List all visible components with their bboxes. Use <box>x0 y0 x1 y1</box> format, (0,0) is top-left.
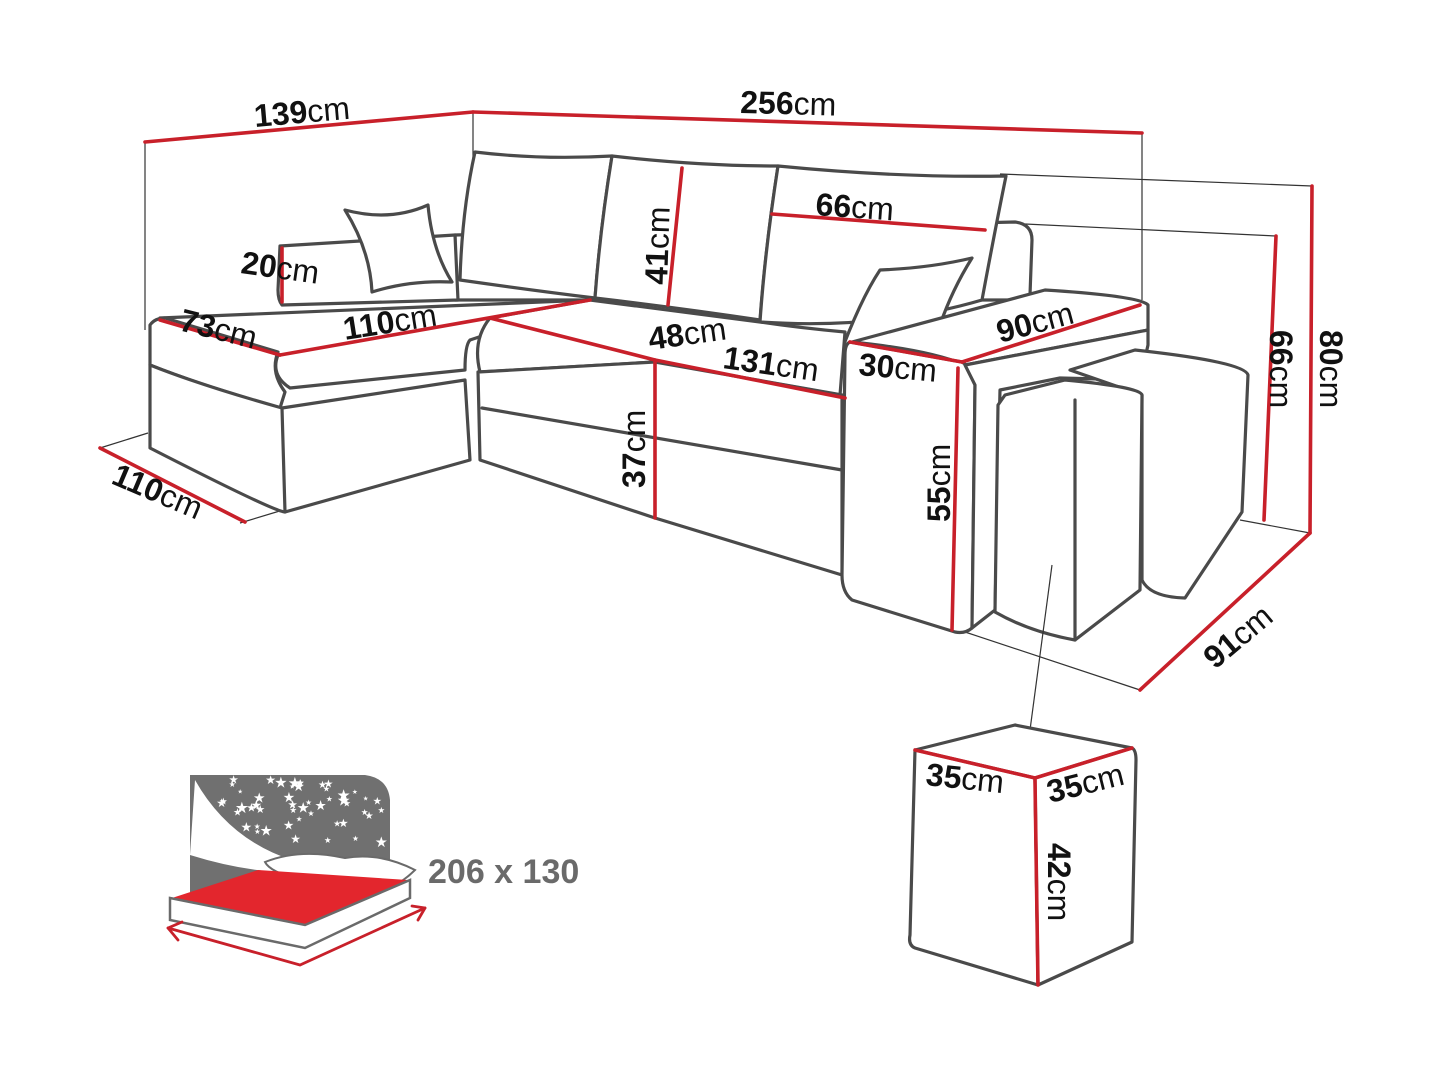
dimension-lines <box>98 110 1314 987</box>
star-icon: ★ <box>308 809 315 818</box>
star-icon: ★ <box>365 811 374 822</box>
star-icon: ★ <box>229 773 239 787</box>
star-icon: ★ <box>352 834 359 843</box>
chaise-base <box>148 363 472 514</box>
star-icon: ★ <box>288 797 298 811</box>
seat-cushion-main <box>476 298 847 397</box>
star-icon: ★ <box>216 796 227 810</box>
dimension-labels: 139cm 256cm 20cm 73cm 110cm 110cm 41cm 6… <box>107 84 1349 921</box>
moon-icon <box>190 780 340 873</box>
pouf-front <box>993 378 1144 642</box>
star-icon: ★ <box>288 773 302 792</box>
star-icon: ★ <box>235 799 249 817</box>
label-armrest-width: 30cm <box>857 346 938 389</box>
bed-width-arrow <box>166 906 427 967</box>
star-icon: ★ <box>323 784 330 794</box>
guide-lines <box>99 112 1313 691</box>
star-icon: ★ <box>251 799 263 814</box>
star-icon: ★ <box>375 834 388 851</box>
star-icon: ★ <box>265 773 276 787</box>
star-icon: ★ <box>246 800 256 814</box>
star-icon: ★ <box>337 787 351 805</box>
star-icon: ★ <box>283 818 294 833</box>
star-icon: ★ <box>223 833 237 852</box>
star-icon: ★ <box>241 821 253 836</box>
label-armrest-depth: 90cm <box>992 295 1077 350</box>
star-icon: ★ <box>324 777 334 790</box>
bed-base <box>168 878 412 950</box>
label-seat-width: 131cm <box>721 339 821 388</box>
star-icon: ★ <box>352 788 358 796</box>
back-cushion-2 <box>593 154 780 322</box>
star-icon: ★ <box>297 779 305 789</box>
star-icon: ★ <box>228 833 239 847</box>
label-seat-depth: 48cm <box>646 310 728 357</box>
pouf-back <box>1068 348 1250 600</box>
star-icon: ★ <box>361 807 369 817</box>
star-icon: ★ <box>255 803 265 816</box>
star-icon: ★ <box>289 806 297 816</box>
star-icon: ★ <box>290 832 301 846</box>
star-icon: ★ <box>337 792 351 810</box>
label-back-cushion-height: 41cm <box>638 206 677 285</box>
pouf-leader-line <box>1027 564 1053 746</box>
sleeping-area-icon: ★★★★★★★★★★★★★★★★★★★★★★★★★★★★★★★★★★★★★★★★… <box>166 773 427 967</box>
star-icon: ★ <box>296 779 305 790</box>
right-armrest-top <box>850 288 1150 367</box>
label-total-height: 80cm <box>1313 330 1349 408</box>
star-icon: ★ <box>318 780 327 791</box>
star-icon: ★ <box>233 808 242 819</box>
label-total-depth: 91cm <box>1196 597 1279 675</box>
label-back-cushion-width: 66cm <box>815 186 896 227</box>
bed-surface <box>172 870 408 925</box>
star-icon: ★ <box>219 797 228 808</box>
star-icon: ★ <box>292 779 304 795</box>
label-pouf-height: 42cm <box>1041 843 1077 921</box>
label-armrest-height: 55cm <box>921 444 957 522</box>
star-icon: ★ <box>229 780 236 789</box>
star-icon: ★ <box>260 823 273 840</box>
star-icon: ★ <box>254 827 261 836</box>
label-pouf-width: 35cm <box>924 756 1006 800</box>
star-icon: ★ <box>297 801 310 817</box>
label-chaise-length: 139cm <box>252 90 351 134</box>
label-seat-height: 37cm <box>616 410 652 488</box>
star-icon: ★ <box>274 774 287 791</box>
label-armrest-height-left: 20cm <box>239 244 321 291</box>
throw-pillow-left <box>343 203 454 294</box>
star-icon: ★ <box>235 833 246 848</box>
star-icon: ★ <box>305 798 312 807</box>
star-icon: ★ <box>283 790 295 806</box>
star-icon: ★ <box>228 839 236 849</box>
star-icon: ★ <box>315 798 327 814</box>
star-icon: ★ <box>333 820 341 830</box>
star-icon: ★ <box>363 796 369 803</box>
star-icon: ★ <box>296 814 302 823</box>
label-total-width: 256cm <box>740 84 837 123</box>
star-icon: ★ <box>324 835 331 845</box>
star-icon: ★ <box>378 805 385 815</box>
star-icon: ★ <box>326 795 333 804</box>
label-chaise-seat-depth: 110cm <box>340 297 439 347</box>
stars-icon: ★★★★★★★★★★★★★★★★★★★★★★★★★★★★★★★★★★★★★★★★… <box>216 773 388 852</box>
back-cushion-1 <box>458 150 614 300</box>
star-icon: ★ <box>216 826 225 838</box>
main-base <box>476 360 844 577</box>
pouf-detail-front <box>907 748 1040 987</box>
star-icon: ★ <box>289 782 295 790</box>
star-icon: ★ <box>373 796 382 808</box>
label-back-height: 66cm <box>1263 330 1299 408</box>
label-sleeping-area: 206 x 130 <box>428 853 579 891</box>
star-icon: ★ <box>238 789 243 796</box>
label-chaise-seat-width: 73cm <box>176 302 261 356</box>
sofa <box>148 150 1250 642</box>
star-icon: ★ <box>253 791 265 807</box>
star-icon: ★ <box>343 799 352 810</box>
star-icon: ★ <box>254 822 261 831</box>
star-icon: ★ <box>338 816 348 830</box>
